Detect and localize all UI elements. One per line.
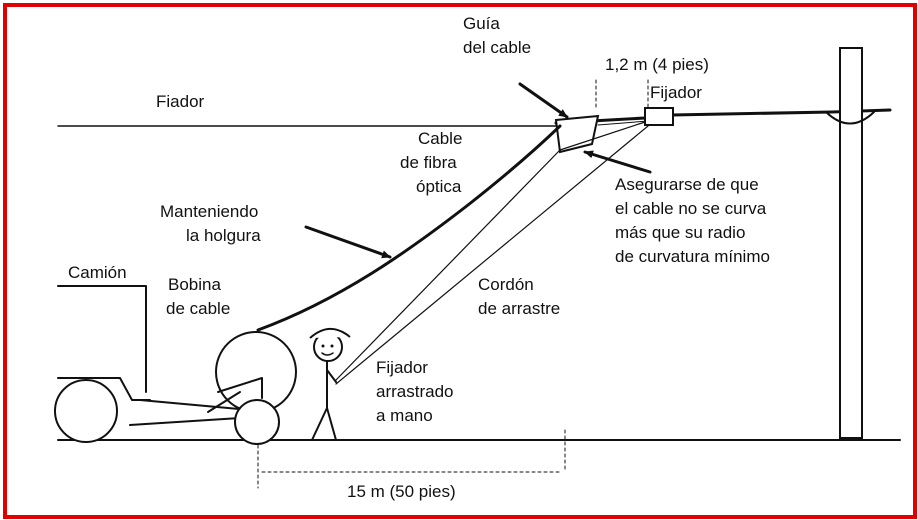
clamp — [644, 107, 674, 126]
diagram-frame — [3, 3, 917, 519]
slack-arrow — [304, 225, 392, 259]
label-fijador-mano-line2: arrastrado — [376, 382, 453, 401]
cable-reel — [207, 331, 297, 445]
bend-radius-arrow — [583, 150, 652, 174]
guide-arrow — [518, 82, 569, 119]
label-cable-line2: de fibra — [400, 153, 457, 172]
label-holgura-line1: Manteniendo — [160, 202, 258, 221]
label-camion: Camión — [68, 263, 127, 282]
label-bobina-line1: Bobina — [168, 275, 221, 294]
label-asegurar-line4: de curvatura mínimo — [615, 247, 770, 266]
utility-pole — [825, 47, 875, 439]
label-asegurar-line2: el cable no se curva — [615, 199, 767, 218]
label-fijador-mano-line1: Fijador — [376, 358, 428, 377]
cable-guide — [554, 114, 649, 154]
label-cordon-line1: Cordón — [478, 275, 534, 294]
worker-figure — [309, 327, 351, 441]
label-cable-line3: óptica — [416, 177, 462, 196]
label-fiador: Fiador — [156, 92, 205, 111]
label-bobina-line2: de cable — [166, 299, 230, 318]
label-cable-line1: Cable — [418, 129, 462, 148]
label-dist-1-2m: 1,2 m (4 pies) — [605, 55, 709, 74]
label-fijador-mano-line3: a mano — [376, 406, 433, 425]
truck — [54, 285, 251, 443]
label-holgura-line2: la holgura — [186, 226, 261, 245]
label-guia-line2: del cable — [463, 38, 531, 57]
label-fijador-top: Fijador — [650, 83, 702, 102]
pulling-cord — [335, 121, 646, 381]
dimension-15m — [257, 429, 566, 489]
label-guia-line1: Guía — [463, 14, 500, 33]
label-asegurar-line1: Asegurarse de que — [615, 175, 759, 194]
label-asegurar-line3: más que su radio — [615, 223, 745, 242]
fiber-optic-cable — [256, 124, 562, 332]
label-cordon-line2: de arrastre — [478, 299, 560, 318]
pulling-cord-return — [335, 125, 649, 385]
label-dist-15m: 15 m (50 pies) — [347, 482, 456, 501]
dimension-1-2m — [595, 79, 649, 111]
